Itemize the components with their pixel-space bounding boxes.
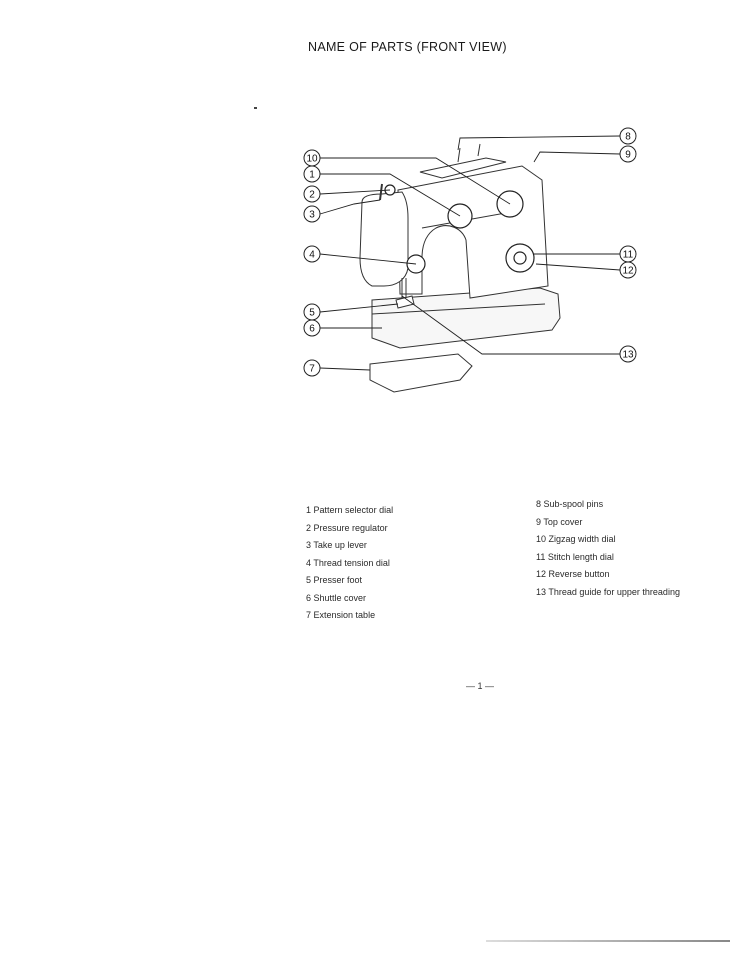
part-item: 3 Take up lever — [306, 537, 393, 555]
callout-2: 2 — [309, 190, 315, 201]
part-name: Pressure regulator — [313, 522, 388, 533]
part-name: Shuttle cover — [313, 592, 367, 603]
leader-lines — [319, 135, 621, 371]
part-item: 4 Thread tension dial — [306, 555, 393, 573]
part-item: 1 Pattern selector dial — [306, 502, 393, 520]
part-item: 5 Presser foot — [306, 572, 393, 590]
reverse-button — [513, 251, 527, 265]
callout-13: 13 — [622, 350, 634, 361]
callout-8: 8 — [625, 132, 631, 143]
part-number: 3 — [306, 540, 312, 550]
part-item: 8 Sub-spool pins — [536, 496, 680, 514]
part-number: 1 — [306, 505, 312, 515]
part-name: Sub-spool pins — [543, 499, 604, 509]
part-number: 6 — [306, 592, 312, 603]
callout-11: 11 — [623, 250, 634, 261]
part-name: Presser foot — [313, 575, 363, 585]
page-title: NAME OF PARTS (FRONT VIEW) — [308, 40, 507, 54]
footer-rule — [486, 940, 730, 942]
callout-circles — [303, 127, 637, 377]
parts-list-right: 8 Sub-spool pins 9 Top cover 10 Zigzag w… — [536, 496, 680, 601]
part-name: Extension table — [313, 610, 376, 620]
part-item: 11 Stitch length dial — [536, 549, 680, 567]
sewing-machine-diagram: 10 1 2 3 4 5 6 7 8 9 11 12 13 — [303, 127, 637, 393]
part-item: 10 Zigzag width dial — [536, 531, 680, 549]
part-item: 6 Shuttle cover — [306, 590, 393, 608]
part-item: 2 Pressure regulator — [306, 520, 393, 538]
part-number: 7 — [306, 610, 312, 620]
part-number: 9 — [536, 516, 542, 527]
part-number: 8 — [536, 499, 542, 509]
part-name: Top cover — [543, 516, 583, 527]
part-number: 11 — [536, 551, 546, 562]
callout-numbers: 10 1 2 3 4 5 6 7 8 9 11 12 13 — [306, 132, 634, 375]
callout-9: 9 — [625, 150, 631, 161]
sewing-machine-illustration: 10 1 2 3 4 5 6 7 8 9 11 12 13 — [290, 118, 660, 408]
part-number: 13 — [536, 586, 547, 597]
parts-list-left: 1 Pattern selector dial 2 Pressure regul… — [306, 502, 393, 625]
part-number: 2 — [306, 522, 312, 533]
callout-7: 7 — [309, 364, 315, 375]
page-number: — 1 — — [466, 681, 495, 691]
scan-speck — [254, 107, 257, 109]
part-number: 4 — [306, 557, 312, 568]
callout-1: 1 — [309, 170, 315, 181]
part-number: 10 — [536, 534, 547, 544]
callout-12: 12 — [622, 266, 634, 277]
part-name: Take up lever — [313, 540, 367, 550]
part-name: Zigzag width dial — [548, 534, 616, 544]
callout-6: 6 — [309, 324, 315, 335]
part-number: 12 — [536, 569, 547, 579]
part-name: Thread guide for upper threading — [548, 586, 680, 597]
callout-3: 3 — [309, 210, 315, 221]
part-item: 13 Thread guide for upper threading — [536, 584, 680, 602]
part-item: 9 Top cover — [536, 514, 680, 532]
part-name: Pattern selector dial — [313, 505, 394, 515]
callout-10: 10 — [306, 154, 318, 165]
part-item: 7 Extension table — [306, 607, 393, 625]
callout-4: 4 — [309, 250, 315, 261]
part-name: Thread tension dial — [313, 557, 390, 568]
part-number: 5 — [306, 575, 312, 585]
callout-5: 5 — [309, 308, 315, 319]
part-item: 12 Reverse button — [536, 566, 680, 584]
part-name: Stitch length dial — [547, 551, 614, 562]
part-name: Reverse button — [548, 569, 610, 579]
